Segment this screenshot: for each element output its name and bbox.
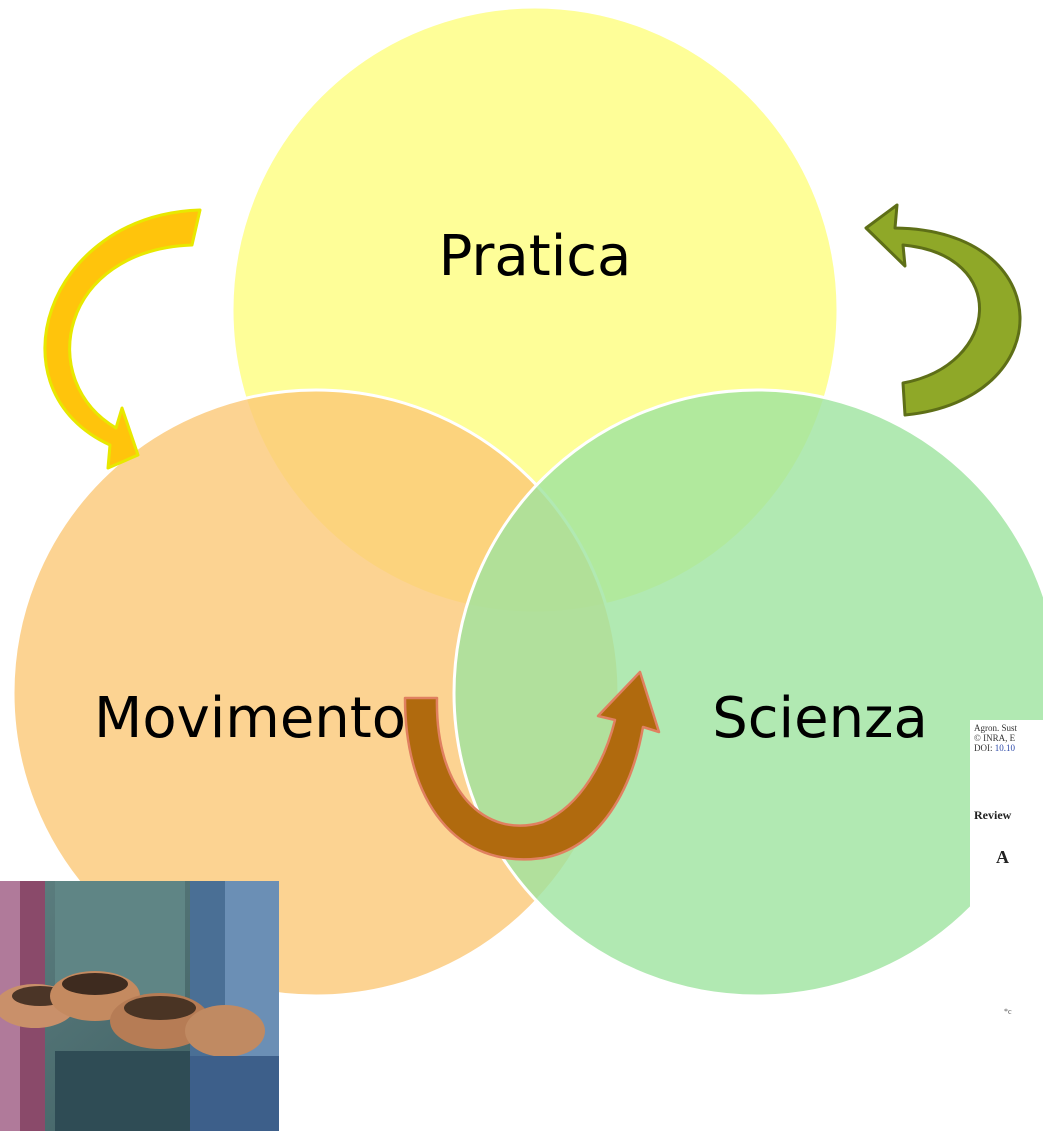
paper-header-journal: Agron. Sust [974, 723, 1018, 733]
circle-scienza [452, 388, 1043, 998]
label-pratica: Pratica [439, 224, 632, 289]
doi-number: 10.10 [994, 743, 1015, 753]
arrow-scienza-to-pratica [864, 203, 1022, 417]
paper-header-doi: DOI: 10.10 [974, 743, 1015, 753]
arrow-pratica-to-movimento [43, 208, 202, 470]
paper-footnote-fragment: *c [1004, 1007, 1012, 1016]
paper-snippet: Agron. Sust © INRA, E DOI: 10.10 Review … [970, 720, 1043, 1131]
paper-header-copyright: © INRA, E [974, 733, 1016, 743]
paper-section-label: Review [974, 808, 1012, 822]
doi-prefix: DOI: [974, 743, 993, 753]
label-scienza: Scienza [712, 686, 928, 751]
label-movimento: Movimento [94, 686, 406, 751]
photo-hands-holding-soil [0, 881, 279, 1131]
arrow-movimento-to-scienza [403, 670, 661, 861]
paper-title-fragment: A [996, 847, 1009, 867]
